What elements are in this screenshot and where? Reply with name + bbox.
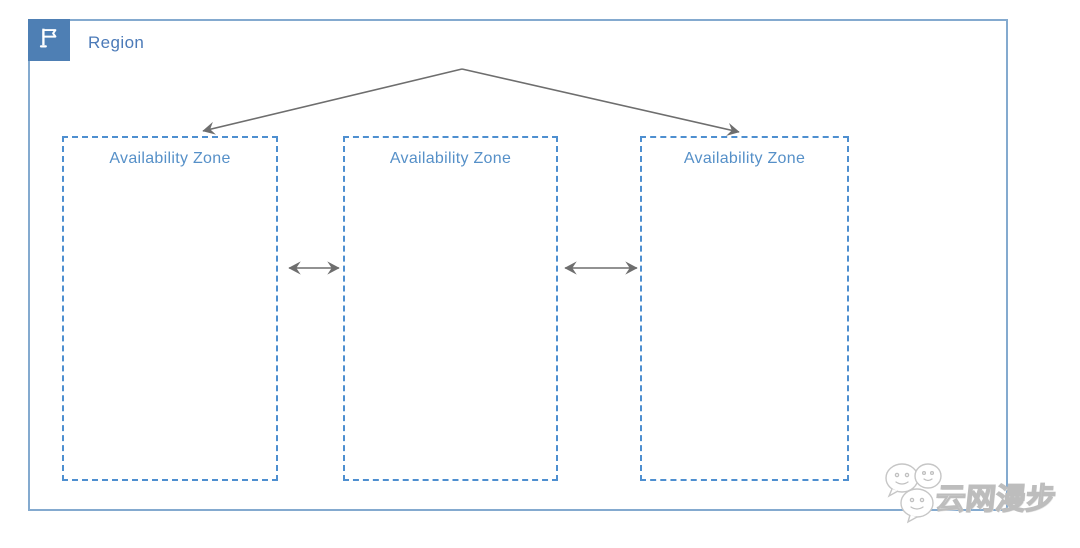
region-flag-icon-tile <box>28 19 70 61</box>
availability-zone-box-1: Availability Zone <box>62 136 278 481</box>
flag-icon <box>35 24 63 57</box>
region-box: Region <box>28 19 1008 511</box>
availability-zone-label: Availability Zone <box>683 150 806 167</box>
availability-zone-label: Availability Zone <box>389 150 512 167</box>
availability-zone-box-2: Availability Zone <box>343 136 558 481</box>
availability-zone-box-3: Availability Zone <box>640 136 849 481</box>
region-label: Region <box>88 33 145 52</box>
availability-zone-label: Availability Zone <box>109 150 231 167</box>
